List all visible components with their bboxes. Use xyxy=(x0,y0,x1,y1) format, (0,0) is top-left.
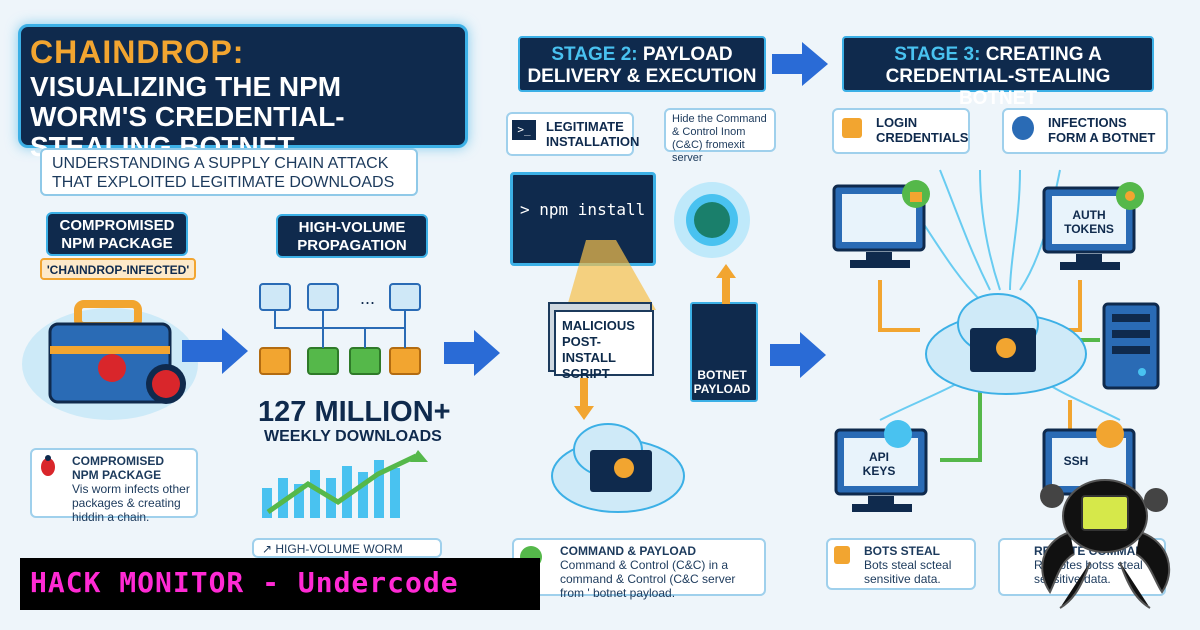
arrow-down-icon xyxy=(574,378,594,420)
bots-steal-body: Bots steal scteal sensitive data. xyxy=(864,558,952,586)
stage2-title: PAYLOAD DELIVERY & EXECUTION xyxy=(527,44,757,87)
compromised-note: COMPROMISED NPM PACKAGE Vis worm infects… xyxy=(30,448,198,524)
high-volume-note: ↗ HIGH-VOLUME WORM xyxy=(252,538,442,558)
payload-document xyxy=(690,302,758,402)
stage2-label: STAGE 2: PAYLOAD DELIVERY & EXECUTION xyxy=(518,36,766,92)
page-title-line1: CHAINDROP: xyxy=(30,34,245,70)
compromised-package-label: COMPROMISED NPM PACKAGE xyxy=(46,212,188,256)
title-card xyxy=(18,24,468,148)
stage2-number: STAGE 2: xyxy=(551,44,638,65)
arrow-right-icon xyxy=(444,330,500,376)
propagation-diagram: ... xyxy=(259,283,421,375)
cloud-skull-icon xyxy=(551,423,685,513)
compromised-note-body: Vis worm infects other packages & creati… xyxy=(72,482,190,524)
infected-tag: 'CHAINDROP-INFECTED' xyxy=(40,258,196,280)
compromised-note-title: COMPROMISED NPM PACKAGE xyxy=(72,454,165,482)
trend-icon: ↗ xyxy=(262,542,276,556)
lock-icon xyxy=(834,546,850,564)
command-payload-body: Command & Control (C&C) in a command & C… xyxy=(560,558,736,600)
command-payload-title: COMMAND & PAYLOAD xyxy=(560,544,697,558)
bug-icon xyxy=(41,455,55,476)
arrow-right-icon xyxy=(182,328,248,374)
central-cloud-icon xyxy=(925,293,1087,395)
command-payload-note: COMMAND & PAYLOAD Command & Control (C&C… xyxy=(512,538,766,600)
malicious-script-box: MALICIOUS POST-INSTALL SCRIPT xyxy=(554,310,654,381)
beam-icon xyxy=(566,240,656,310)
svg-text:...: ... xyxy=(360,288,375,308)
login-credentials-box: LOGIN CREDENTIALS xyxy=(832,108,970,154)
api-keys-label: API KEYS xyxy=(862,450,896,478)
monitor-login xyxy=(832,180,930,268)
payload-label: BOTNET PAYLOAD xyxy=(693,368,751,396)
growth-chart-icon xyxy=(262,450,428,518)
arrow-up-icon xyxy=(716,264,736,304)
lock-icon xyxy=(842,118,862,138)
downloads-label: WEEKLY DOWNLOADS xyxy=(264,428,442,445)
stage3-label: STAGE 3: CREATING A CREDENTIAL-STEALING … xyxy=(842,36,1154,109)
bots-steal-note: BOTS STEAL Bots steal scteal sensitive d… xyxy=(826,538,976,590)
bots-steal-title: BOTS STEAL xyxy=(864,544,941,558)
downloads-number: 127 MILLION+ xyxy=(258,396,451,428)
page-subtitle: UNDERSTANDING A SUPPLY CHAIN ATTACK THAT… xyxy=(40,148,418,196)
monitor-api xyxy=(834,420,928,512)
propagation-label: HIGH-VOLUME PROPAGATION xyxy=(276,214,428,258)
monitor-auth xyxy=(1042,182,1144,270)
terminal-icon: >_ xyxy=(512,120,536,140)
glowing-orb-icon xyxy=(674,182,750,258)
toolbox-icon xyxy=(22,300,198,420)
footer-brand: HACK MONITOR - Undercode xyxy=(30,566,459,599)
arrow-right-icon xyxy=(770,332,826,378)
cc-note: Hide the Command & Control Inom (C&C) fr… xyxy=(664,108,776,164)
stage3-number: STAGE 3: xyxy=(894,44,981,65)
stage3-title: CREATING A CREDENTIAL-STEALING BOTNET xyxy=(885,44,1111,109)
ssh-label: SSH xyxy=(1063,454,1089,468)
server-icon xyxy=(1102,302,1160,390)
monitor-ssh xyxy=(1042,420,1136,496)
bug-icon xyxy=(1012,116,1034,140)
auth-tokens-label: AUTH TOKENS xyxy=(1064,208,1114,236)
terminal-command: > npm install xyxy=(520,200,646,219)
arrow-right-icon xyxy=(772,42,828,86)
footer-banner xyxy=(20,558,540,610)
high-volume-note-text: HIGH-VOLUME WORM xyxy=(275,542,403,556)
octopus-hacker-logo xyxy=(1040,479,1171,609)
